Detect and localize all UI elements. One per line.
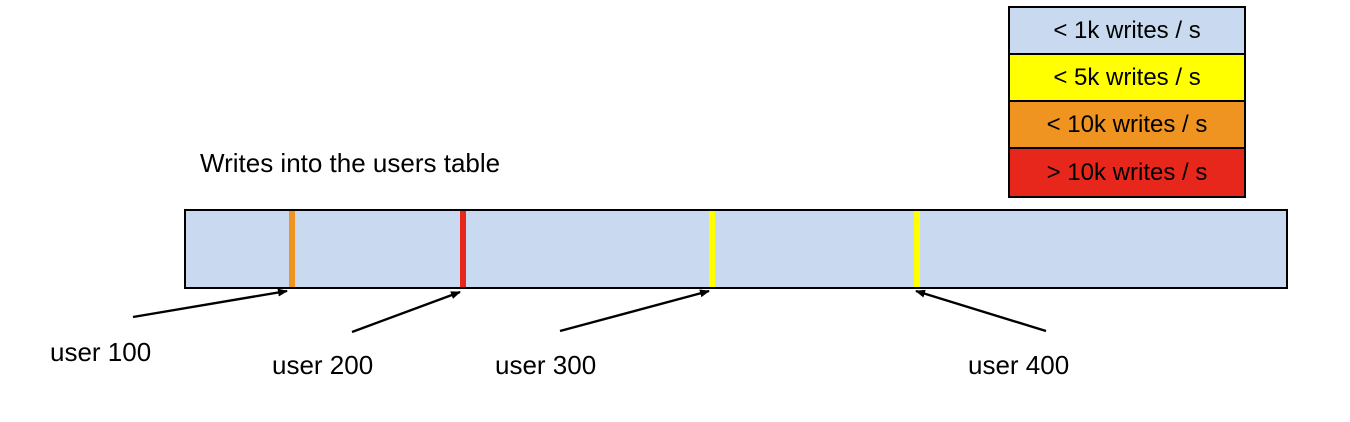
users-table-keyspace-bar bbox=[184, 209, 1288, 289]
arrow-user-300 bbox=[559, 289, 710, 333]
legend-row-over-10k: > 10k writes / s bbox=[1010, 149, 1244, 196]
label-user-100: user 100 bbox=[50, 337, 152, 367]
stripe-user-400 bbox=[914, 211, 920, 287]
stripe-user-300 bbox=[709, 211, 715, 287]
chart-title: Writes into the users table bbox=[200, 148, 501, 178]
label-user-300: user 300 bbox=[495, 350, 597, 380]
legend-row-under-10k: < 10k writes / s bbox=[1010, 102, 1244, 149]
legend-row-under-5k: < 5k writes / s bbox=[1010, 55, 1244, 102]
label-user-200: user 200 bbox=[272, 350, 374, 380]
legend: < 1k writes / s < 5k writes / s < 10k wr… bbox=[1008, 6, 1246, 198]
stripe-user-200 bbox=[460, 211, 466, 287]
arrow-user-200 bbox=[351, 290, 461, 334]
legend-row-under-1k: < 1k writes / s bbox=[1010, 8, 1244, 55]
stripe-user-100 bbox=[289, 211, 295, 287]
arrow-user-400 bbox=[915, 289, 1047, 333]
legend-label: < 1k writes / s bbox=[1053, 16, 1201, 44]
arrow-user-100 bbox=[132, 288, 288, 319]
label-user-400: user 400 bbox=[968, 350, 1070, 380]
legend-label: < 10k writes / s bbox=[1046, 110, 1208, 138]
legend-label: > 10k writes / s bbox=[1046, 158, 1208, 186]
legend-label: < 5k writes / s bbox=[1053, 63, 1201, 91]
